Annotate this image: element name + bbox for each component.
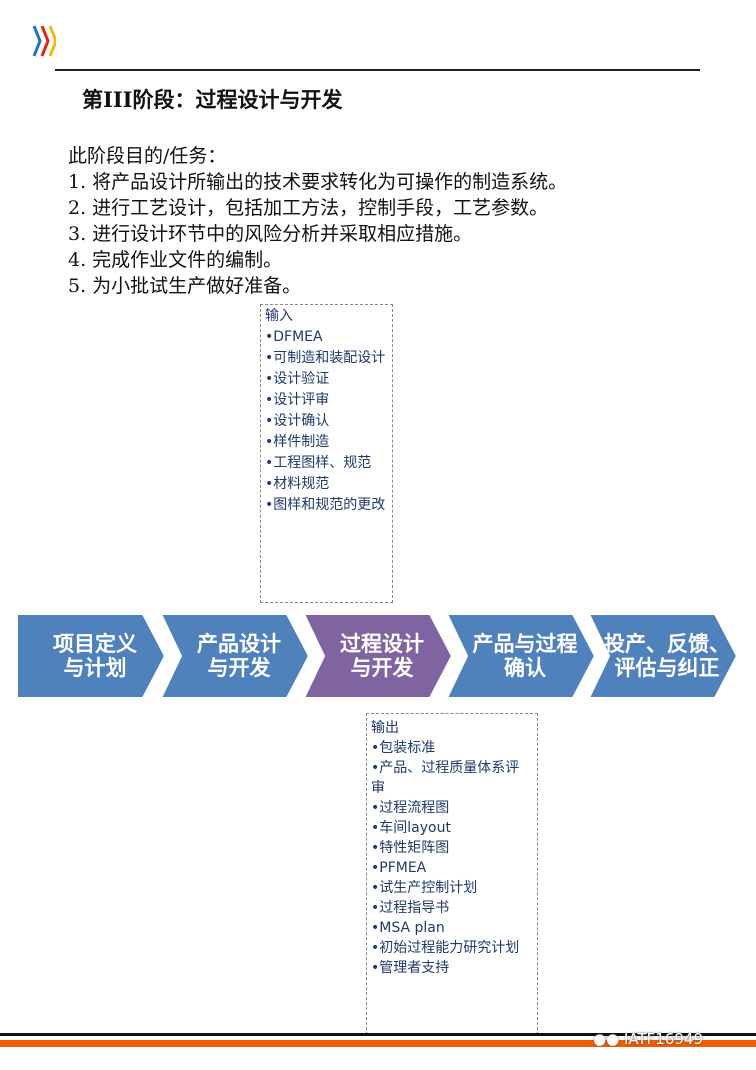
input-item: •材料规范 — [265, 476, 330, 492]
output-box: 输出 •包装标准 •产品、过程质量体系评审 •过程流程图 •车间layout •特性矩阵… — [366, 713, 538, 1035]
output-item: •特性矩阵图 — [371, 840, 450, 856]
output-item: •过程流程图 — [371, 800, 450, 816]
purpose-item: 2. 进行工艺设计，包括加工方法，控制手段，工艺参数。 — [68, 197, 549, 219]
output-item: •试生产控制计划 — [371, 880, 478, 896]
watermark-text: IATF16949 — [623, 1030, 703, 1048]
output-item: •过程指导书 — [371, 900, 450, 916]
stage-label: 与计划 — [63, 655, 127, 680]
input-box: 输入 •DFMEA •可制造和装配设计 •设计验证 •设计评审 •设计确认 •样件制造 •工… — [260, 304, 393, 603]
stage-label: 项目定义 — [53, 631, 137, 656]
output-item: •管理者支持 — [371, 960, 450, 976]
stage-chevron: 投产、反馈、评估与纠正 — [587, 612, 739, 700]
stage-label: 过程设计 — [340, 631, 424, 656]
input-item: •样件制造 — [265, 434, 330, 450]
purpose-item: 3. 进行设计环节中的风险分析并采取相应措施。 — [68, 223, 473, 245]
input-item: •设计验证 — [265, 371, 330, 387]
output-item: •初始过程能力研究计划 — [371, 940, 520, 956]
output-item: •PFMEA — [371, 860, 427, 876]
input-heading: 输入 — [265, 308, 293, 324]
output-item: •产品、过程质量体系评审 — [371, 760, 520, 796]
stage-chevron: 产品设计与开发 — [159, 612, 311, 700]
input-item: •设计确认 — [265, 413, 330, 429]
wechat-icon: ●● — [593, 1030, 624, 1048]
stage-label: 确认 — [504, 655, 546, 680]
purpose-item: 4. 完成作业文件的编制。 — [68, 249, 283, 271]
header-divider — [55, 69, 700, 71]
purpose-item: 1. 将产品设计所输出的技术要求转化为可操作的制造系统。 — [68, 171, 568, 193]
page-title: 第III阶段：过程设计与开发 — [82, 87, 343, 112]
purpose-heading: 此阶段目的/任务： — [68, 145, 227, 167]
watermark: ●● IATF16949 — [593, 1030, 703, 1048]
footer-bar — [0, 1040, 756, 1047]
stage-label: 与开发 — [207, 655, 271, 680]
input-item: •DFMEA — [265, 329, 323, 345]
stage-chevron: 项目定义与计划 — [15, 612, 167, 700]
purpose-section: 此阶段目的/任务： 1. 将产品设计所输出的技术要求转化为可操作的制造系统。 2… — [68, 143, 567, 299]
input-item: •工程图样、规范 — [265, 455, 372, 471]
stage-chevron: 过程设计与开发 — [302, 612, 454, 700]
input-item: •图样和规范的更改 — [265, 497, 386, 513]
output-item: •包装标准 — [371, 740, 436, 756]
input-item: •设计评审 — [265, 392, 330, 408]
stage-label: 与开发 — [350, 655, 414, 680]
stage-label: 产品设计 — [197, 631, 281, 656]
output-heading: 输出 — [371, 720, 399, 736]
footer-line — [0, 1033, 756, 1036]
stage-label: 投产、反馈、 — [604, 631, 730, 656]
output-item: •车间layout — [371, 820, 451, 836]
stage-label: 产品与过程 — [472, 631, 578, 656]
purpose-item: 5. 为小批试生产做好准备。 — [68, 275, 302, 297]
stage-label: 评估与纠正 — [614, 655, 720, 680]
output-item: •MSA plan — [371, 920, 445, 936]
input-item: •可制造和装配设计 — [265, 350, 386, 366]
logo-chevrons-icon — [32, 25, 56, 57]
stage-chevron: 产品与过程确认 — [445, 612, 597, 700]
